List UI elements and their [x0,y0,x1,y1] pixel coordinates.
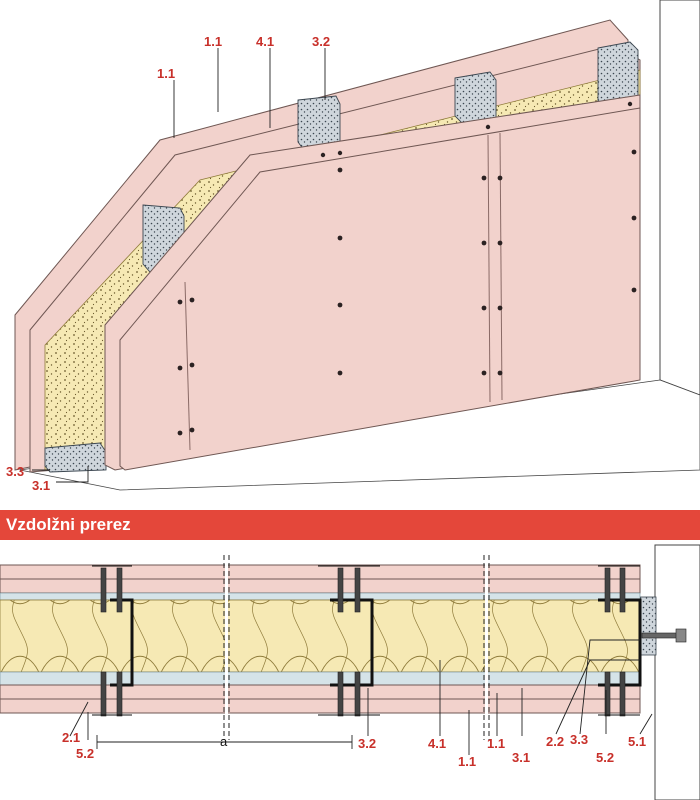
iso-label-3-2: 3.2 [312,34,330,49]
screw-heads [92,565,640,716]
sec-label-3-2: 3.2 [358,736,376,751]
iso-label-3-1: 3.1 [32,478,50,493]
sec-label-3-1: 3.1 [512,750,530,765]
section-screws [100,567,626,717]
iso-leaders [32,48,326,483]
sec-label-4-1: 4.1 [428,736,446,751]
section-leaders [69,639,653,755]
iso-label-1-1-b: 1.1 [157,66,175,81]
sec-label-2-1: 2.1 [62,730,80,745]
bottom-board-outer [0,698,641,714]
break-lines [223,555,490,740]
adjacent-wall [659,0,700,396]
front-board-face [119,107,641,471]
sec-label-1-1-a: 1.1 [458,754,476,769]
section-adjacent-wall [654,544,700,800]
sec-label-3-3: 3.3 [570,732,588,747]
iso-label-4-1: 4.1 [256,34,274,49]
sec-label-1-1-b: 1.1 [487,736,505,751]
face-screws [177,101,637,436]
dimension-label: a [220,734,228,749]
iso-label-1-1-a: 1.1 [204,34,222,49]
section-title: Vzdolžni prerez [0,510,700,540]
sec-label-5-1: 5.1 [628,734,646,749]
anchor-screw [641,628,687,643]
section-insulation [0,599,641,673]
iso-label-3-3: 3.3 [6,464,24,479]
sec-label-5-2-a: 5.2 [76,746,94,761]
sec-label-2-2: 2.2 [546,734,564,749]
sec-label-5-2-b: 5.2 [596,750,614,765]
dimension-a [96,735,353,749]
